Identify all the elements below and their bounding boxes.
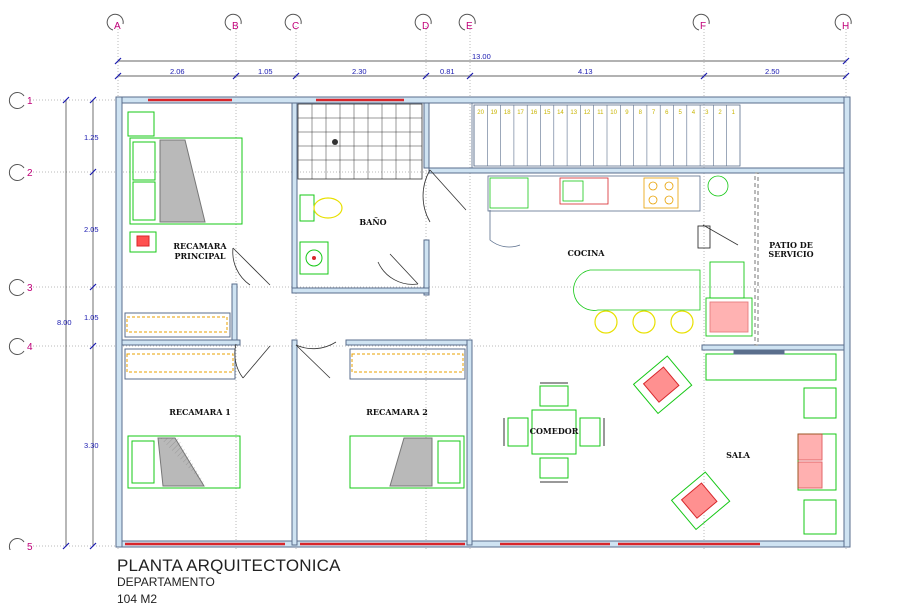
dimensions-left [62, 96, 97, 550]
living-furniture [632, 349, 837, 535]
axis-marker-a: A [106, 13, 124, 32]
kitchen-counters [487, 175, 729, 334]
axis-marker-3: 3 [8, 279, 33, 296]
stair-step-number: 11 [597, 110, 604, 116]
dim-left-1: 1.25 [84, 133, 99, 142]
floor-plan-drawing: A B C D E F H 1 2 3 4 5 13.00 2.06 1.05 … [8, 13, 852, 550]
dim-top-6: 2.50 [765, 67, 780, 76]
room-label-service-2: SERVICIO [768, 249, 813, 259]
axis-label-a: A [114, 21, 121, 32]
axis-grid [30, 26, 850, 550]
room-label-bed1: RECAMARA 1 [169, 407, 231, 417]
stair-step-number: 4 [692, 110, 696, 116]
stair-step-number: 8 [639, 110, 643, 116]
stair-step-number: 9 [625, 110, 629, 116]
dim-top-5: 4.13 [578, 67, 593, 76]
stair-step-number: 16 [531, 110, 538, 116]
dim-top-4: 0.81 [440, 67, 455, 76]
walls [115, 96, 851, 548]
axis-label-h: H [842, 21, 849, 32]
axis-label-1: 1 [27, 96, 33, 107]
room-label-kitchen: COCINA [568, 248, 606, 258]
stair-steps: 20 19 18 17 16 15 14 13 12 11 10 9 8 7 6 5 4 3 2 1 [473, 105, 736, 166]
bed-1 [127, 435, 241, 489]
axis-label-c: C [292, 21, 299, 32]
axis-marker-4: 4 [8, 338, 33, 355]
dim-top-3: 2.30 [352, 67, 367, 76]
axis-label-d: D [422, 21, 429, 32]
dim-left-2: 2.05 [84, 225, 99, 234]
stair-step-number: 19 [491, 110, 498, 116]
stair-step-number: 3 [705, 110, 709, 116]
stair-step-number: 12 [584, 110, 591, 116]
axis-markers-top: A B C D E F H [106, 13, 852, 32]
dim-total-height: 8.00 [57, 318, 72, 327]
room-label-dining: COMEDOR [530, 426, 579, 436]
axis-marker-d: D [414, 13, 432, 32]
axis-label-2: 2 [27, 168, 33, 179]
stair-step-number: 15 [544, 110, 551, 116]
axis-label-b: B [232, 21, 239, 32]
doors [232, 169, 739, 379]
room-label-bath: BAÑO [359, 217, 386, 227]
dim-left-3: 1.05 [84, 313, 99, 322]
bathroom-fixtures [297, 103, 423, 275]
dimensions-top [114, 57, 850, 80]
stair-step-number: 13 [570, 110, 577, 116]
closet-bed2 [349, 348, 466, 380]
room-label-master-2: PRINCIPAL [174, 251, 225, 261]
dim-top-2: 1.05 [258, 67, 273, 76]
stair-step-number: 14 [557, 110, 564, 116]
room-label-living: SALA [726, 450, 751, 460]
stair-step-number: 18 [504, 110, 511, 116]
plan-area: 104 M2 [117, 592, 158, 606]
stair-step-number: 20 [477, 110, 484, 116]
axis-marker-e: E [458, 13, 476, 32]
axis-marker-c: C [284, 13, 302, 32]
axis-label-f: F [700, 21, 706, 32]
service-patio-fixtures [697, 225, 753, 337]
plan-title: PLANTA ARQUITECTONICA [117, 556, 341, 575]
closet-bed1 [124, 348, 236, 380]
axis-marker-h: H [834, 13, 852, 32]
axis-markers-left: 1 2 3 4 5 [8, 92, 33, 550]
stair-step-number: 7 [652, 110, 656, 116]
axis-marker-b: B [224, 13, 242, 32]
stair-step-number: 6 [665, 110, 669, 116]
axis-label-5: 5 [27, 542, 33, 550]
master-bed [127, 111, 243, 253]
axis-label-e: E [466, 21, 473, 32]
stair-step-number: 10 [610, 110, 617, 116]
plan-subtitle: DEPARTAMENTO [117, 575, 215, 589]
axis-label-3: 3 [27, 283, 33, 294]
axis-marker-1: 1 [8, 92, 33, 109]
dim-left-4: 3.30 [84, 441, 99, 450]
windows [125, 98, 760, 546]
room-label-service-1: PATIO DE [769, 240, 813, 250]
stair-step-number: 1 [732, 110, 736, 116]
room-label-master-1: RECAMARA [173, 241, 227, 251]
axis-marker-f: F [692, 13, 710, 32]
stair-step-number: 17 [517, 110, 524, 116]
closet-master [124, 312, 231, 338]
stair-step-number: 2 [718, 110, 722, 116]
dim-total-width: 13.00 [472, 52, 491, 61]
dim-top-1: 2.06 [170, 67, 185, 76]
dining-set [503, 382, 605, 483]
axis-marker-5: 5 [8, 538, 33, 550]
axis-label-4: 4 [27, 342, 33, 353]
axis-marker-2: 2 [8, 164, 33, 181]
bed-2 [349, 435, 465, 489]
room-label-bed2: RECAMARA 2 [366, 407, 428, 417]
stair-step-number: 5 [678, 110, 682, 116]
stair [471, 102, 845, 169]
